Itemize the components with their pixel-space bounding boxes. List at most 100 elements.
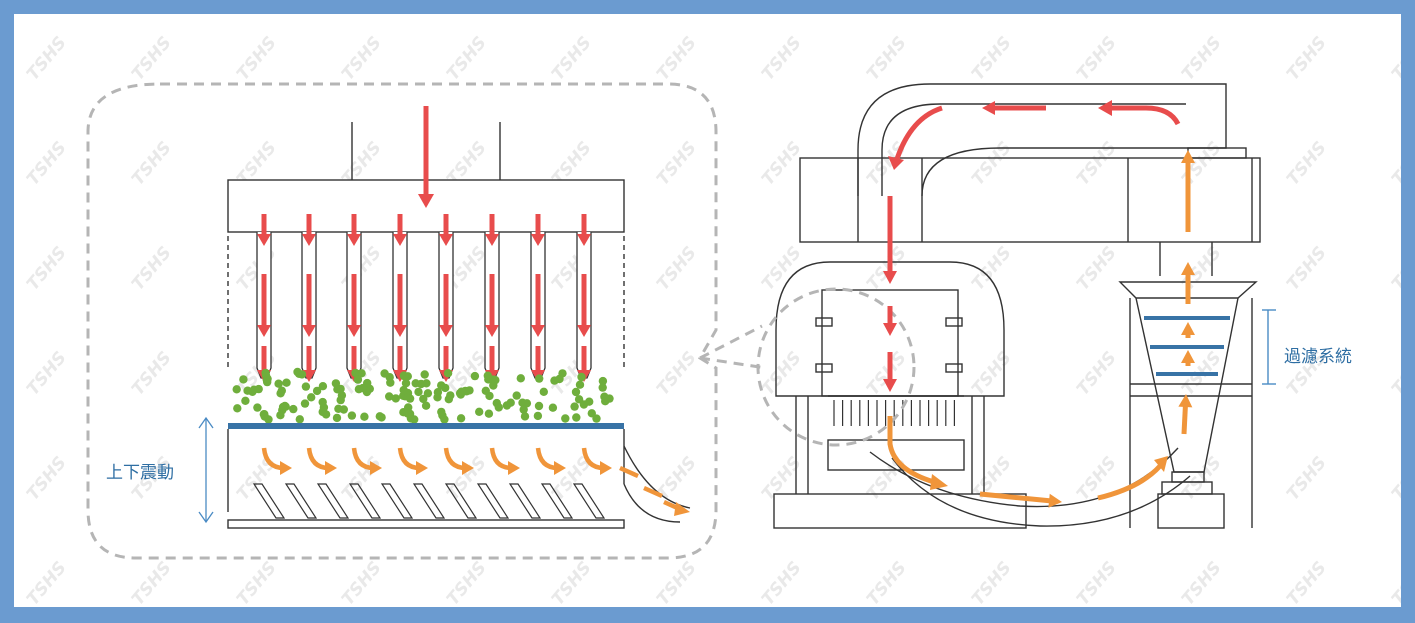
grate-bars [252,483,606,519]
particle [312,386,322,396]
filter-element [828,395,964,426]
particle [470,371,480,381]
flow-arrow [1097,464,1162,501]
return-arrow [1112,105,1181,126]
particle [572,413,581,422]
particle [239,375,248,384]
particle [391,394,400,403]
particle [535,374,544,383]
particle [386,378,395,387]
down-arrow-head [439,234,453,246]
flow-arrow-head [674,502,690,516]
particle [277,386,286,395]
particle [420,370,429,379]
particle [465,386,474,395]
flow-arrow-head [1154,456,1168,472]
flow-arrows-lower [261,447,690,516]
down-arrow-head [883,271,897,284]
particle [416,379,426,389]
grate-bar [348,483,382,519]
particle [243,386,252,395]
down-arrow-head [883,323,897,336]
particle [558,369,567,378]
particle [410,415,419,424]
particle [433,393,442,402]
flow-arrow [979,491,1053,504]
particle [353,375,363,384]
down-arrow-head [257,234,271,246]
particle [421,401,431,410]
flow-arrow-head [280,461,292,475]
return-arrow-head [1098,100,1112,116]
return-arrow-head [888,156,904,170]
flow-arrow-head [930,474,948,490]
magnifier-circle [756,287,916,447]
down-arrow-head [883,379,897,392]
feed-arrow [418,106,434,208]
particle [533,411,543,421]
lower-chamber [227,429,691,529]
up-arrow [1181,403,1188,435]
particle [414,387,423,397]
flow-arrow [619,465,639,479]
vibration-label: 上下震動 [106,463,174,483]
particle [232,385,241,394]
flow-arrow-head [554,461,566,475]
particle [456,414,466,423]
down-arrow-head [485,325,499,337]
particle [276,411,285,420]
particle [475,407,484,416]
filter-system-label: 過濾系統 [1284,347,1352,367]
down-arrow-head [577,325,591,337]
flow-arrow-head [416,461,428,475]
particle [403,409,412,418]
grate-bar [252,483,286,519]
particle [550,376,559,385]
particle [520,412,530,421]
particle [423,389,433,398]
flow-arrow-head [508,461,520,475]
up-arrow-head [1178,394,1193,408]
particle [601,397,610,406]
particle [332,413,342,423]
particle [491,375,500,385]
up-arrow-head [1181,262,1195,275]
up-arrow-head [1181,322,1195,335]
down-arrow-head [577,234,591,246]
diagram-frame: TSHS [14,14,1401,607]
watermark [14,14,1401,607]
grate-bar [284,483,318,519]
particle [401,379,411,388]
grate-bar [380,483,414,519]
particle [443,369,453,378]
particle [494,403,503,412]
down-arrow-head [393,325,407,337]
particle [307,393,316,402]
particle [512,391,521,400]
particle [336,384,345,394]
particle [484,375,493,384]
grate-bar [444,483,478,519]
particle [347,411,357,420]
particle [575,380,585,389]
flow-arrow-head [600,461,612,475]
particle [336,395,345,405]
down-arrow-head [439,325,453,337]
grate-bar [572,483,606,519]
particle [300,399,310,408]
green-particles [232,367,614,424]
particle [539,387,548,396]
particle [318,382,328,391]
flow-arrow [643,485,663,499]
particle [587,409,596,418]
grate-bar [508,483,542,519]
particle [375,412,384,421]
particle [357,369,366,378]
particle [274,379,283,388]
particle [444,395,453,404]
grate-bar [476,483,510,519]
particle [399,385,408,395]
flow-arrow-head [1048,493,1062,508]
down-arrow-head [257,325,271,337]
particle [516,374,525,383]
